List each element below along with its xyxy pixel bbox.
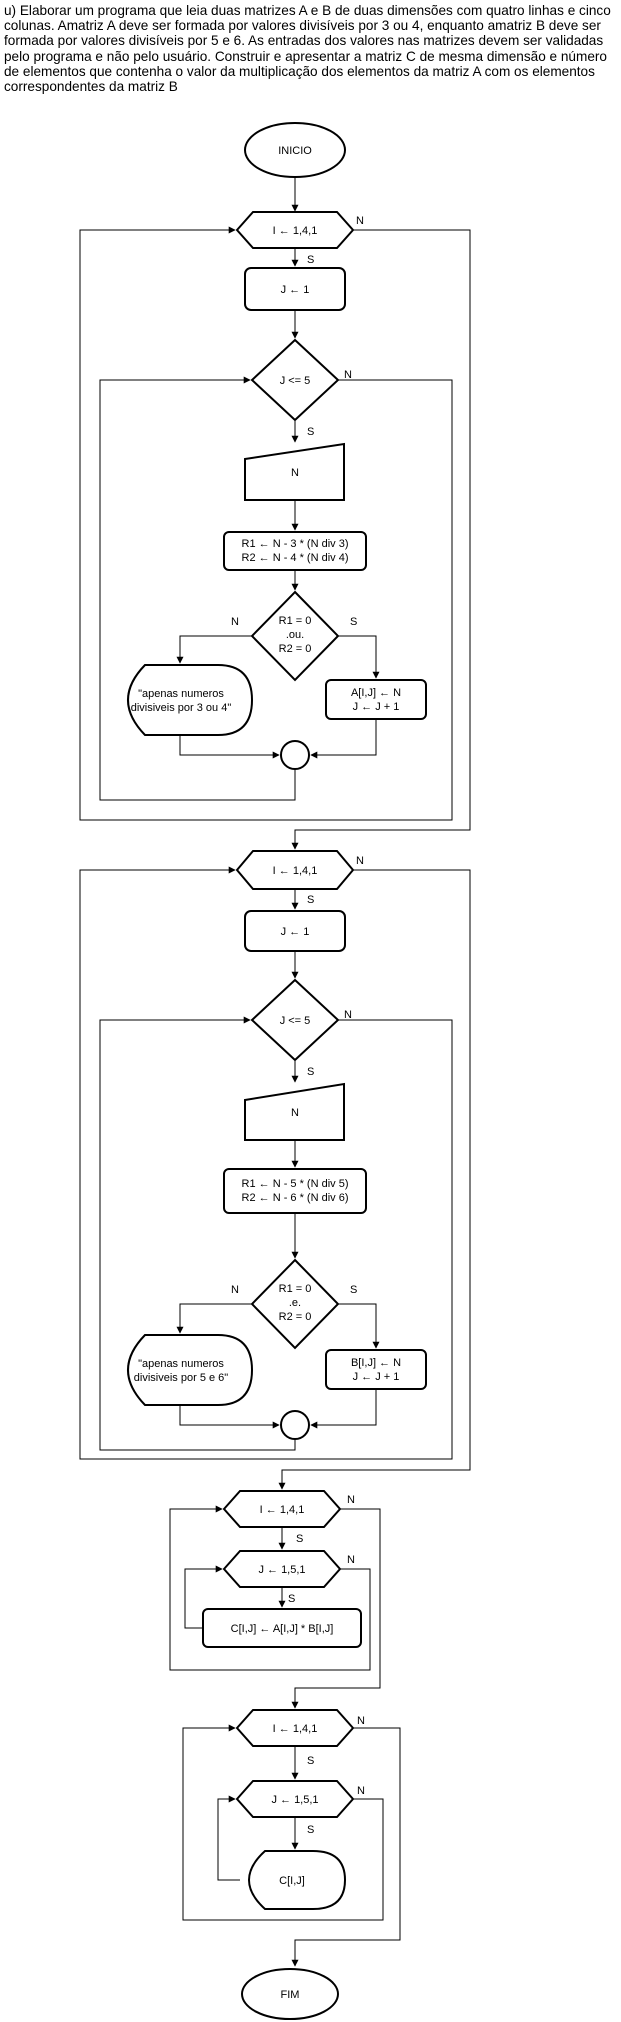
- end-terminal: [241, 1968, 339, 2020]
- assign-b-line2: J ← J + 1: [353, 1371, 400, 1383]
- yes-label: S: [307, 1755, 314, 1767]
- loop-i-b-label: I ← 1,4,1: [273, 865, 318, 877]
- calc-b-line1: R1 ← N - 5 * (N div 5): [242, 1178, 349, 1190]
- assign-b: [325, 1349, 427, 1390]
- decision-r-b-line1: R1 = 0: [279, 1283, 312, 1295]
- display-msg-a-line1: "apenas numeros: [138, 688, 224, 700]
- no-label: N: [347, 1494, 355, 1506]
- no-label: N: [344, 369, 352, 381]
- decision-r-a-line1: R1 = 0: [279, 615, 312, 627]
- display-msg-a-line2: divisiveis por 3 ou 4": [131, 702, 232, 714]
- input-n-a-label: N: [291, 467, 299, 479]
- decision-r-a: [250, 590, 340, 682]
- decision-j-b-label: J <= 5: [280, 1015, 311, 1027]
- no-label: N: [231, 1284, 239, 1296]
- no-label: N: [356, 855, 364, 867]
- calc-b-line2: R2 ← N - 6 * (N div 6): [242, 1192, 349, 1204]
- no-label: N: [344, 1009, 352, 1021]
- calc-a-line2: R2 ← N - 4 * (N div 4): [242, 552, 349, 564]
- assign-a: [325, 679, 427, 720]
- display-msg-b-line2: divisiveis por 5 e 6": [134, 1372, 228, 1384]
- no-label: N: [357, 1715, 365, 1727]
- loop-i-d-label: I ← 1,4,1: [273, 1723, 318, 1735]
- no-label: N: [356, 215, 364, 227]
- merge-connector-b: [280, 1410, 310, 1440]
- init-j-b-label: J ← 1: [281, 926, 310, 938]
- display-c-label: C[I,J]: [279, 1875, 305, 1887]
- decision-r-b: [250, 1258, 340, 1350]
- decision-r-b-line3: R2 = 0: [279, 1311, 312, 1323]
- yes-label: S: [307, 1066, 314, 1078]
- loop-j-d-label: J ← 1,5,1: [271, 1794, 318, 1806]
- no-label: N: [347, 1554, 355, 1566]
- problem-statement: u) Elaborar um programa que leia duas ma…: [4, 3, 611, 95]
- calc-c-label: C[I,J] ← A[I,J] * B[I,J]: [231, 1623, 334, 1635]
- decision-r-b-line2: .e.: [289, 1297, 301, 1309]
- calc-a-line1: R1 ← N - 3 * (N div 3): [242, 538, 349, 550]
- yes-label: S: [288, 1593, 295, 1605]
- yes-label: S: [307, 426, 314, 438]
- yes-label: S: [307, 894, 314, 906]
- loop-i-a-label: I ← 1,4,1: [273, 225, 318, 237]
- display-c: [248, 1850, 347, 1910]
- assign-a-line1: A[I,J] ← N: [351, 687, 401, 699]
- decision-r-a-line3: R2 = 0: [279, 643, 312, 655]
- yes-label: S: [307, 254, 314, 266]
- input-n-b-label: N: [291, 1107, 299, 1119]
- decision-r-a-line2: .ou.: [286, 629, 304, 641]
- yes-label: S: [307, 1824, 314, 1836]
- yes-label: S: [350, 1284, 357, 1296]
- loop-i-c-label: I ← 1,4,1: [260, 1504, 305, 1516]
- assign-a-line2: J ← J + 1: [353, 701, 400, 713]
- yes-label: S: [350, 616, 357, 628]
- display-msg-b-line1: "apenas numeros: [138, 1358, 224, 1370]
- loop-j-c-label: J ← 1,5,1: [258, 1564, 305, 1576]
- display-msg-b: [127, 1334, 254, 1406]
- start-label: INICIO: [278, 145, 312, 157]
- calc-b: [223, 1168, 367, 1214]
- init-j-a-label: J ← 1: [281, 284, 310, 296]
- display-msg-a: [127, 664, 254, 736]
- no-label: N: [231, 616, 239, 628]
- merge-connector-a: [280, 740, 310, 770]
- end-label: FIM: [281, 1989, 300, 2001]
- decision-j-a-label: J <= 5: [280, 375, 311, 387]
- input-n-a: [244, 442, 345, 501]
- input-n-b: [244, 1082, 345, 1141]
- no-label: N: [357, 1785, 365, 1797]
- assign-b-line1: B[I,J] ← N: [351, 1357, 401, 1369]
- yes-label: S: [296, 1533, 303, 1545]
